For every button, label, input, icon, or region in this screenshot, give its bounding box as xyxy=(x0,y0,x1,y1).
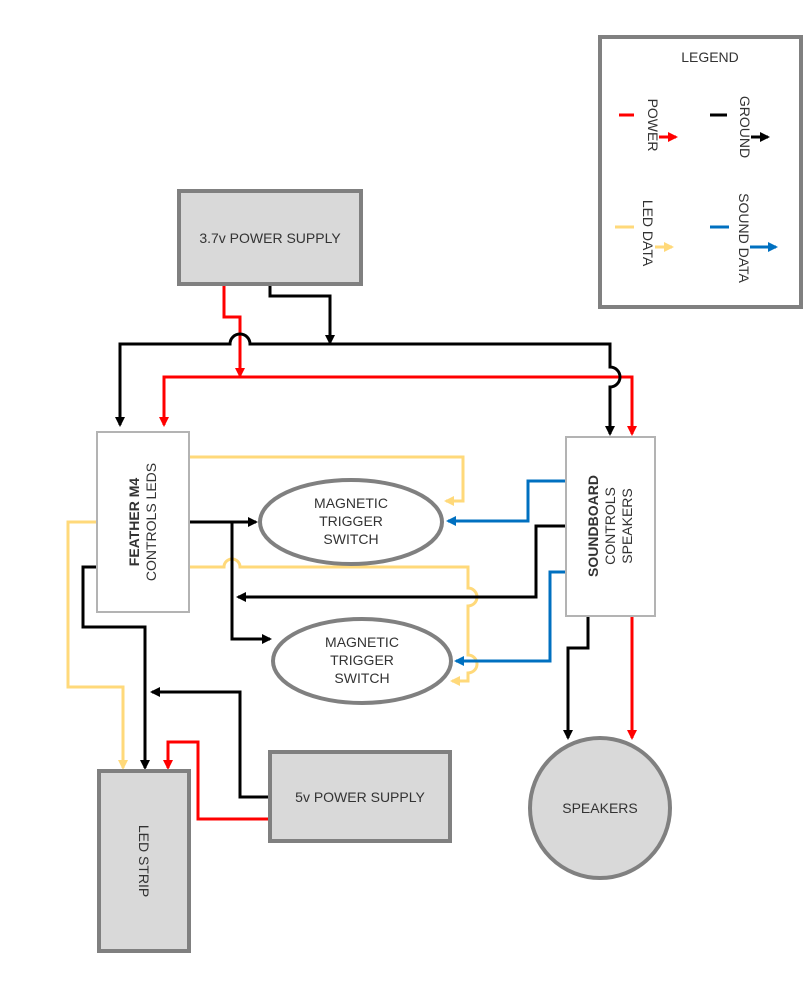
switch1-line2: TRIGGER xyxy=(319,513,383,529)
legend-item-ground: GROUND xyxy=(710,96,770,158)
power-supply-37v[interactable]: 3.7v POWER SUPPLY xyxy=(177,189,363,286)
legend: LEGEND POWER GROUND LED DATA xyxy=(598,35,803,309)
feather-m4-title: FEATHER M4 xyxy=(126,478,142,567)
power-supply-5v[interactable]: 5v POWER SUPPLY xyxy=(268,750,452,843)
ground-soundboard-to-speakers xyxy=(563,615,590,740)
ground-bus-to-feather xyxy=(115,332,330,427)
ground-feather-to-switch2 xyxy=(230,522,272,644)
power-wire-37-to-bus xyxy=(222,285,245,378)
soundboard-title: SOUNDBOARD xyxy=(585,475,601,577)
legend-item-sound-data: SOUND DATA xyxy=(710,193,778,284)
led-strip-label: LED STRIP xyxy=(136,825,152,897)
legend-ground-label: GROUND xyxy=(737,96,753,158)
switch1-line3: SWITCH xyxy=(323,531,378,547)
led-data-feather-to-switch1 xyxy=(190,455,465,506)
legend-item-power: POWER xyxy=(619,99,678,152)
ground-wire-37-to-bus xyxy=(268,282,335,345)
legend-led-data-label: LED DATA xyxy=(640,200,656,267)
magnetic-trigger-switch-1[interactable]: MAGNETIC TRIGGER SWITCH xyxy=(258,478,444,566)
power-bus-to-feather xyxy=(159,375,240,427)
sound-data-soundboard-to-switch1 xyxy=(446,479,566,526)
speakers[interactable]: SPEAKERS xyxy=(528,736,672,880)
power-supply-5v-label: 5v POWER SUPPLY xyxy=(295,789,425,805)
legend-sound-data-label: SOUND DATA xyxy=(736,193,752,283)
power-5v-to-ledstrip xyxy=(163,740,268,821)
switch2-line1: MAGNETIC xyxy=(325,634,399,650)
feather-m4-subtitle: CONTROLS LEDS xyxy=(143,463,159,581)
sound-data-soundboard-to-switch2 xyxy=(454,570,566,666)
led-strip[interactable]: LED STRIP xyxy=(97,769,191,953)
soundboard-line3: SPEAKERS xyxy=(619,488,635,563)
switch2-line2: TRIGGER xyxy=(330,652,394,668)
feather-m4[interactable]: FEATHER M4 CONTROLS LEDS xyxy=(96,431,190,613)
power-bus-to-soundboard xyxy=(240,375,637,436)
magnetic-trigger-switch-2[interactable]: MAGNETIC TRIGGER SWITCH xyxy=(271,617,453,705)
led-data-feather-to-ledstrip xyxy=(66,520,128,770)
switch2-line3: SWITCH xyxy=(334,670,389,686)
legend-power-label: POWER xyxy=(645,99,661,152)
speakers-label: SPEAKERS xyxy=(562,800,637,816)
soundboard-line2: CONTROLS xyxy=(602,487,618,565)
ground-soundboard-to-bus xyxy=(236,524,566,602)
soundboard[interactable]: SOUNDBOARD CONTROLS SPEAKERS xyxy=(565,436,656,617)
ground-bus-to-soundboard xyxy=(330,342,622,436)
legend-title: LEGEND xyxy=(681,49,739,65)
ground-feather-to-ledstrip xyxy=(81,565,150,770)
switch1-line1: MAGNETIC xyxy=(314,495,388,511)
ground-5v-to-ledstrip xyxy=(150,687,268,799)
wires xyxy=(66,282,637,821)
power-supply-37v-label: 3.7v POWER SUPPLY xyxy=(199,230,341,246)
legend-item-led-data: LED DATA xyxy=(615,200,674,267)
